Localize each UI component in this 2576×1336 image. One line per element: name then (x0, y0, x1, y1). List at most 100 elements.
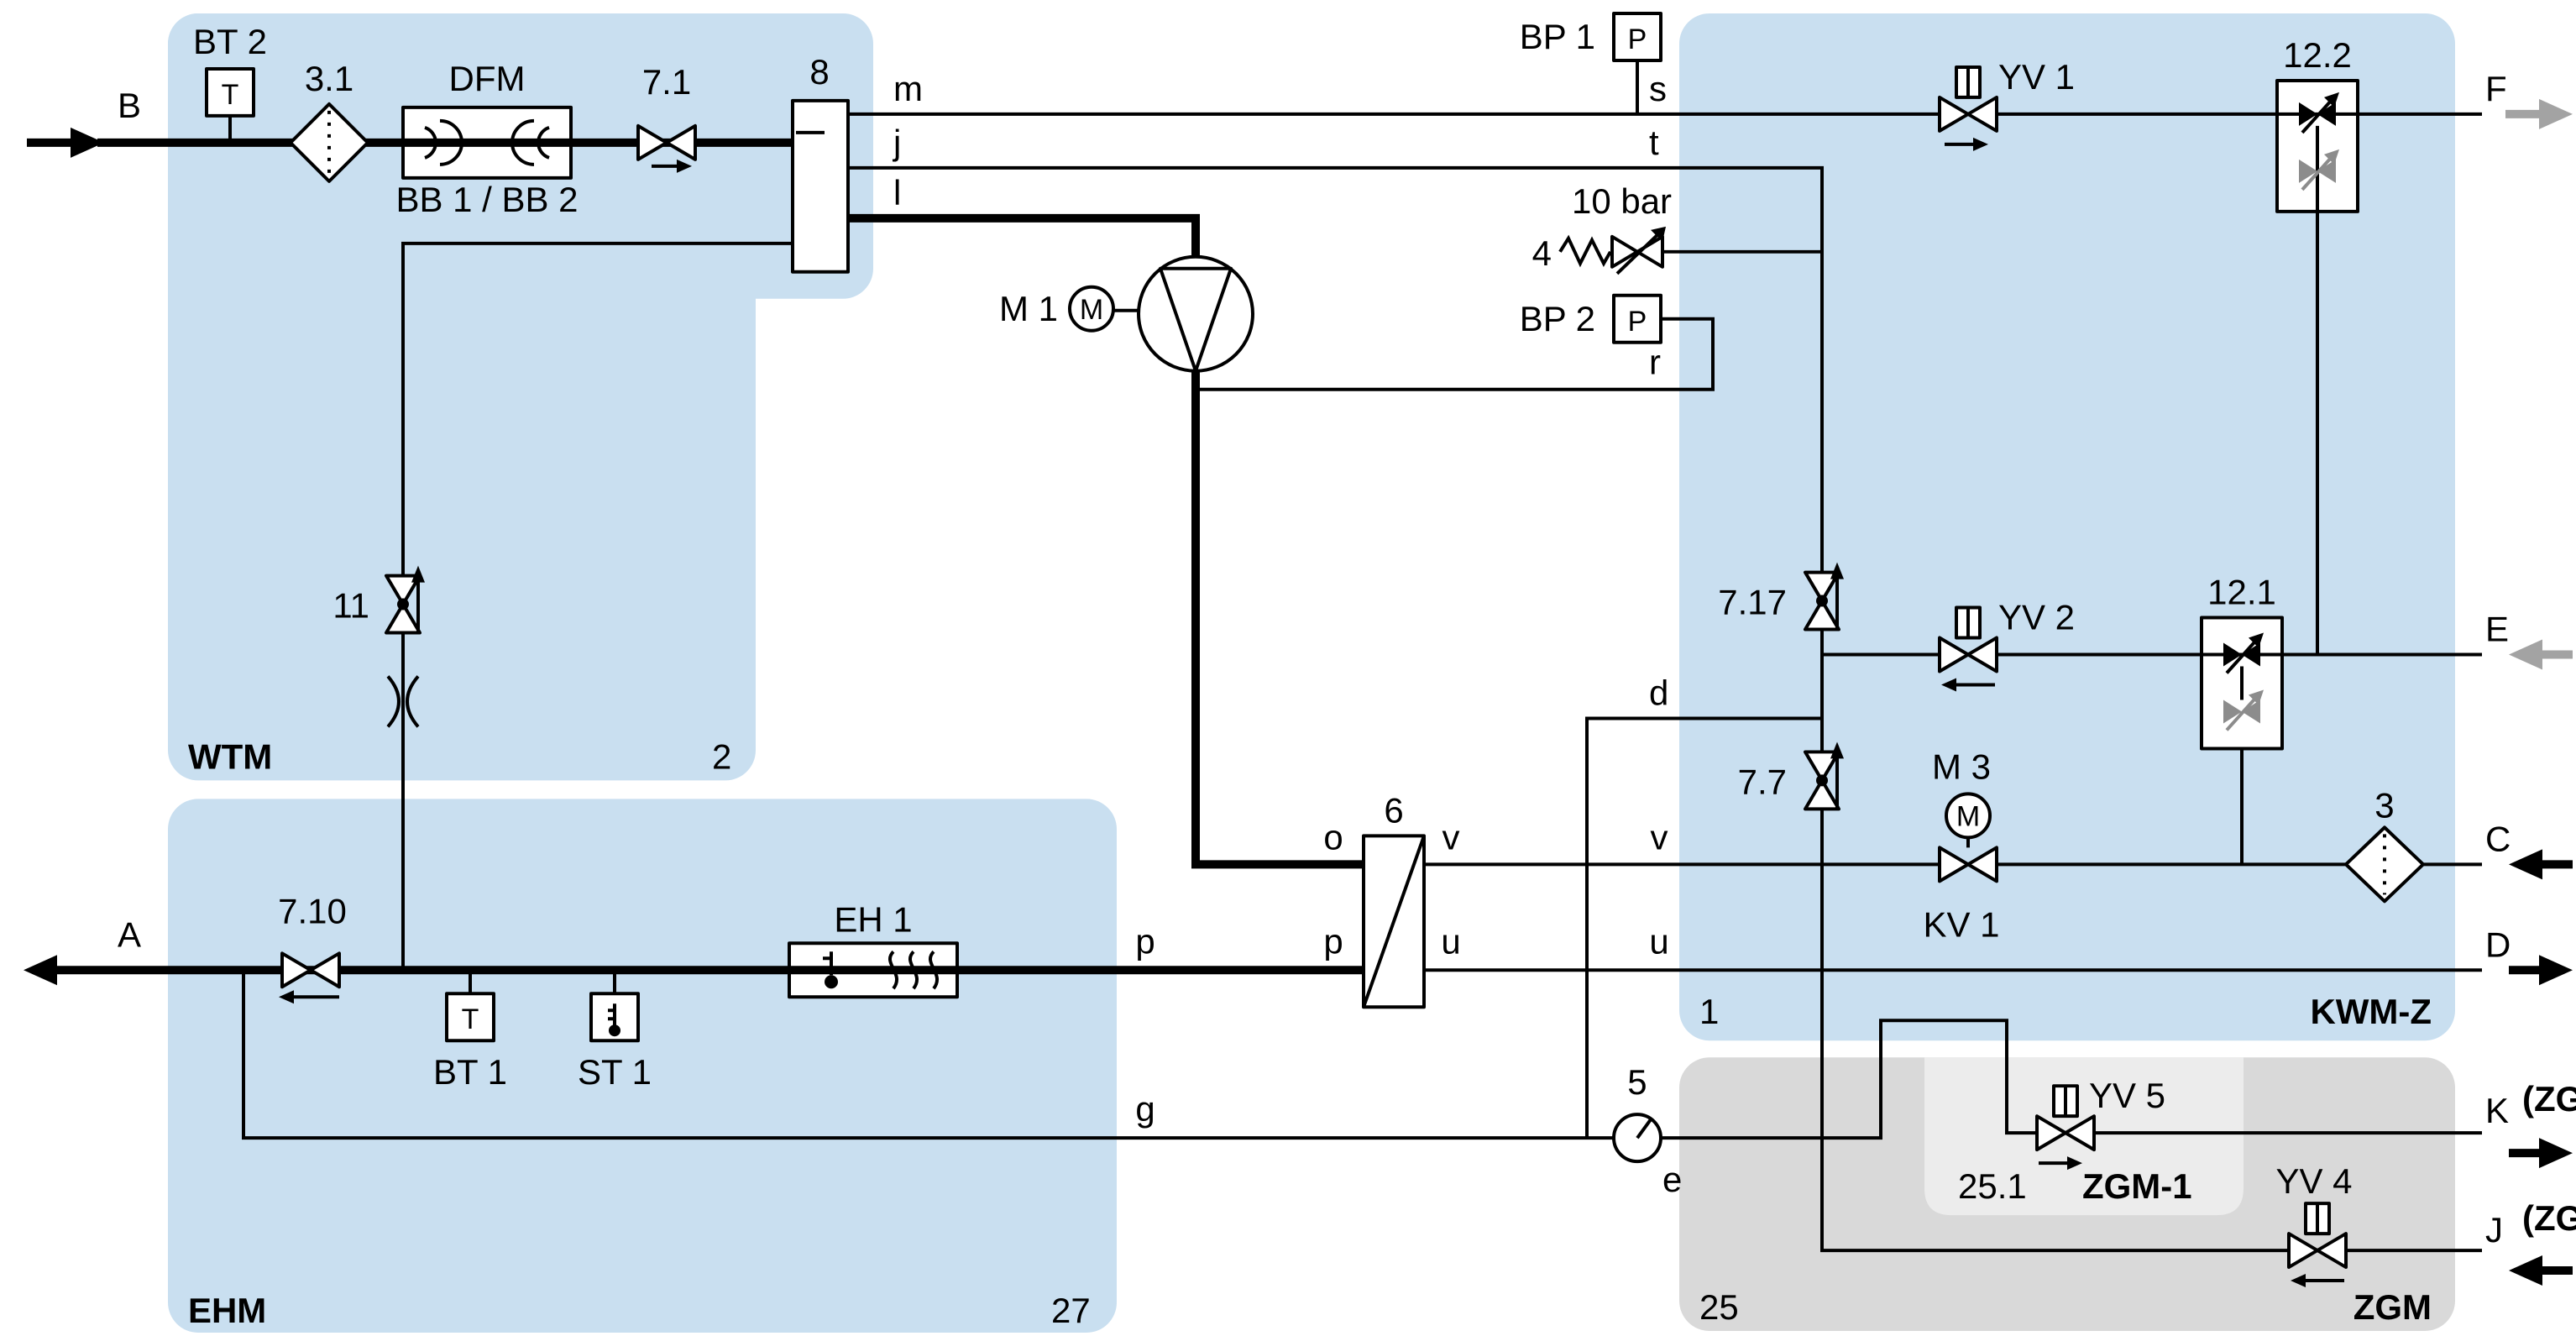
arrow-head (2509, 639, 2542, 670)
port-v-label-2: v (1651, 817, 1668, 857)
flow-arrow-b-in (27, 127, 104, 158)
port-l-label: l (893, 173, 901, 212)
control-arrow-head (1830, 562, 1844, 579)
pressure-gauge-5 (1612, 1113, 1662, 1164)
flow-arrow-a-out (24, 955, 97, 986)
arrow-head (2539, 98, 2573, 129)
filter-body (2344, 825, 2425, 904)
valve-11-label: 11 (332, 586, 369, 626)
exchanger-6 (1362, 835, 1426, 1008)
throttle-valve-7-10 (279, 951, 341, 1004)
check-arrow-bottom-head (2249, 689, 2264, 705)
bt1-letter: T (462, 1003, 479, 1035)
thermometer-bulb (609, 1024, 620, 1037)
terminal-e-label: E (2485, 610, 2509, 649)
valve-7-7-label: 7.7 (1738, 762, 1787, 801)
port-r-label: r (1649, 343, 1661, 382)
flow-arrows (24, 98, 2573, 1286)
motor-valve-kv1 (1938, 792, 1998, 883)
check-arrow-top (2301, 97, 2334, 134)
yv4-label: YV 4 (2275, 1161, 2352, 1201)
region-zgm-num: 25 (1699, 1287, 1739, 1327)
heating-waves (887, 950, 940, 990)
motor-m1-label: M 1 (999, 289, 1058, 328)
arrow-head (24, 955, 57, 986)
orifice-symbol (386, 675, 420, 728)
flow-control-valve-11 (385, 565, 425, 728)
sensor-box (1612, 11, 1662, 62)
port-o-label: o (1323, 817, 1343, 857)
flow-direction-head (279, 990, 294, 1004)
pump-group (1068, 254, 1254, 373)
region-ehm-num: 27 (1051, 1291, 1091, 1330)
thermometer-bulb (825, 975, 838, 989)
arrow-head (2509, 1255, 2542, 1286)
pipe-l-pump-o (848, 213, 1364, 869)
ultrasound-waves-left (424, 118, 463, 166)
port-p-label-2: p (1323, 921, 1343, 961)
check-arrow-top (2225, 638, 2259, 674)
port-t-label: t (1649, 123, 1659, 162)
flow-direction-head (1973, 137, 1988, 151)
check-arrow-bottom-head (2324, 149, 2339, 165)
arrow-head (2539, 955, 2573, 986)
ultrasound-waves-right (510, 118, 550, 166)
pipes (97, 60, 2482, 1253)
port-m-label: m (893, 69, 923, 108)
pipe-j-t-j (848, 165, 2482, 1253)
port-u-label-2: u (1649, 921, 1668, 961)
valve-dot (1816, 774, 1828, 787)
check-arrow-bottom (2301, 155, 2334, 191)
throttle-valve-7-1 (636, 123, 697, 173)
adjust-arrow-line (1615, 232, 1661, 275)
bp2-label: BP 2 (1520, 299, 1595, 338)
flow-direction-head (1941, 678, 1956, 692)
valve-body (1610, 234, 1664, 269)
separator-8-label: 8 (809, 52, 829, 92)
dfm-label: DFM (449, 59, 526, 98)
relief-4-label: 4 (1532, 233, 1552, 273)
valve-body (280, 951, 341, 989)
valve-7-17-label: 7.17 (1718, 583, 1787, 622)
flow-direction-head (677, 159, 692, 173)
valve-dot (1816, 595, 1828, 607)
valve-body (636, 123, 697, 161)
control-arrow-head (411, 565, 425, 583)
motor-m3-label: M 3 (1932, 747, 1991, 786)
check-unit-12-1 (2223, 632, 2264, 731)
yv5-label: YV 5 (2089, 1076, 2165, 1115)
solenoid-valve-yv1 (1938, 65, 1998, 151)
thermometer-stem (608, 1003, 616, 1028)
filter-3-label: 3 (2374, 785, 2394, 825)
separator-8-body (791, 98, 850, 274)
check-arrow-top-head (2324, 92, 2339, 107)
flow-direction-head (2291, 1274, 2306, 1288)
bt2-label: BT 2 (193, 22, 267, 61)
region-wtm-num: 2 (712, 736, 731, 776)
region-zgm1-name: ZGM-1 (2082, 1166, 2192, 1206)
bt2-letter: T (222, 79, 239, 111)
arrow-head (2539, 1138, 2573, 1169)
pipe-r-bp2 (1196, 317, 1715, 391)
flow-arrow-j-in (2509, 1255, 2573, 1286)
pipe-valve11-branch (401, 241, 793, 971)
bp1-letter: P (1628, 24, 1647, 55)
check-12-2-label: 12.2 (2283, 35, 2352, 75)
pipe-g-e-k (242, 970, 2482, 1140)
symbols (205, 11, 2425, 1288)
region-ehm-name: EHM (188, 1291, 266, 1330)
heater-eh1 (823, 950, 940, 990)
valve-7-10-label: 7.10 (278, 891, 347, 930)
filter-3-1 (289, 102, 369, 183)
terminal-c-label: C (2485, 819, 2511, 858)
pipe-d-branch (1585, 716, 1822, 1139)
relief-valve-4 (1558, 226, 1666, 275)
pressure-sensor-bp2 (1612, 293, 1662, 344)
thermometer-stem (823, 951, 833, 976)
valve-body (2287, 1232, 2348, 1270)
flow-arrow-e-in (2509, 639, 2573, 670)
solenoid-valve-yv4 (2287, 1202, 2348, 1288)
terminal-a-label: A (118, 914, 141, 954)
region-zgm1-num: 25.1 (1958, 1166, 2027, 1206)
